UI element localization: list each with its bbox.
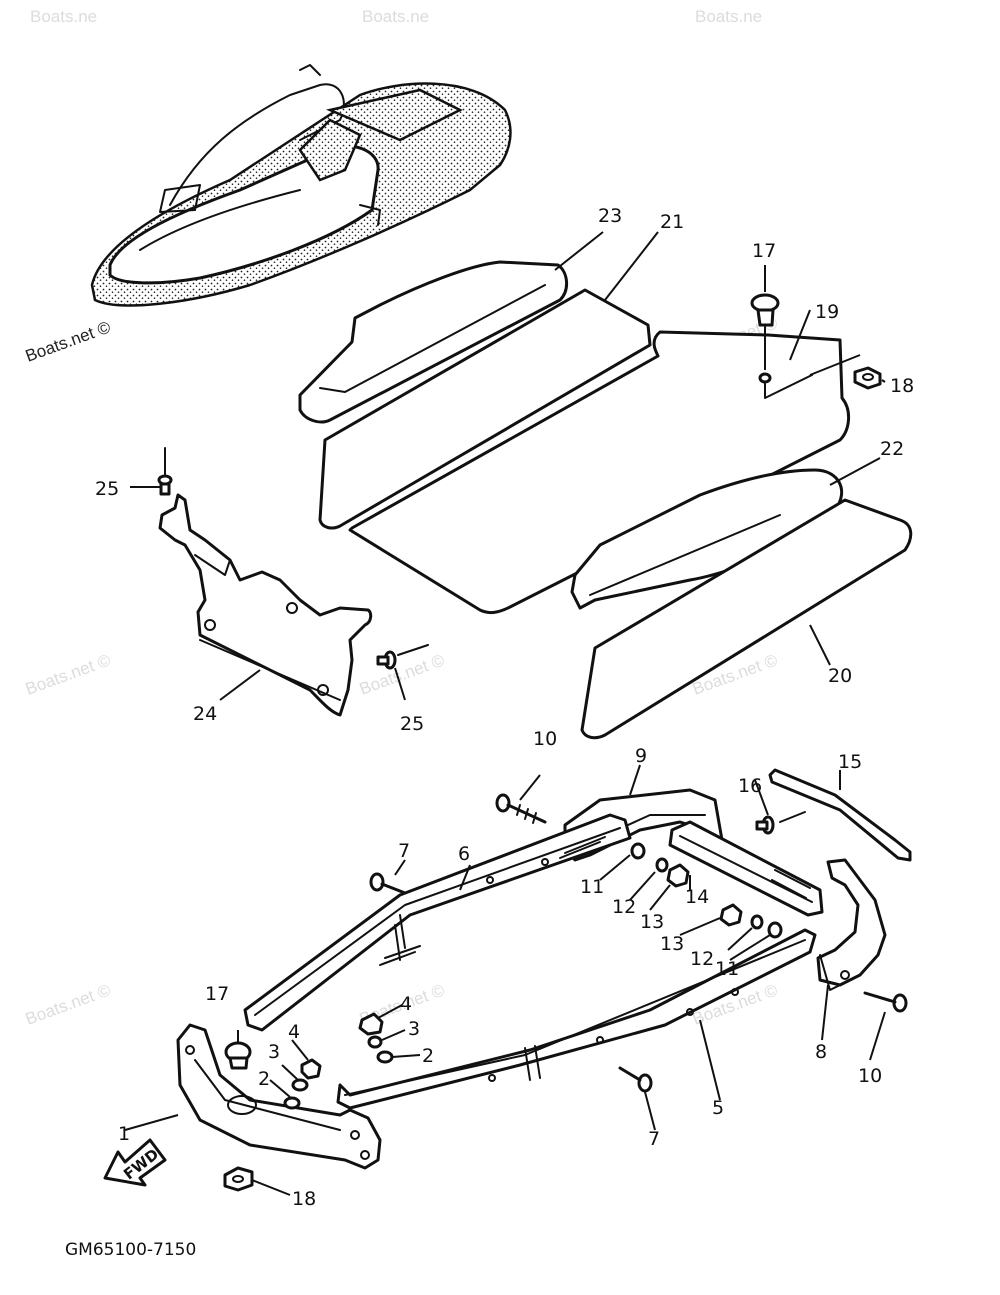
label-2: 2 <box>258 1068 270 1090</box>
label-12: 12 <box>690 948 714 970</box>
grommet-17 <box>750 293 780 384</box>
drawing-code: GM65100-7150 <box>65 1240 196 1260</box>
bracket-24 <box>158 493 373 717</box>
bumper-8 <box>816 858 887 991</box>
rail-14 <box>668 820 824 917</box>
label-25: 25 <box>95 478 119 500</box>
label-20: 20 <box>828 665 852 687</box>
label-6: 6 <box>458 843 470 865</box>
mat-21 <box>318 288 652 530</box>
label-3: 3 <box>268 1041 280 1063</box>
bumper-1 <box>176 1023 382 1170</box>
watermark-text: Boats.ne <box>362 7 429 26</box>
rail-5 <box>336 928 817 1110</box>
label-17: 17 <box>205 983 229 1005</box>
watermark-text: Boats.ne <box>695 7 762 26</box>
watermark-text: Boats.net © <box>23 980 114 1028</box>
label-4: 4 <box>288 1021 300 1043</box>
rivet-25-lower <box>376 644 429 670</box>
nut-18 <box>853 366 882 390</box>
rivet-25-upper <box>157 447 173 496</box>
bolt-10-upper <box>495 793 547 824</box>
screw-7-upper <box>369 872 407 895</box>
mat-20 <box>580 498 913 740</box>
label-7: 7 <box>398 840 410 862</box>
label-3: 3 <box>408 1018 420 1040</box>
part-labels: 23 21 17 19 18 22 25 20 24 25 9 10 15 16… <box>95 205 914 1210</box>
label-12: 12 <box>612 896 636 918</box>
watercraft-overview <box>90 64 512 307</box>
label-16: 16 <box>738 775 762 797</box>
label-15: 15 <box>838 751 862 773</box>
mat-19 <box>348 330 850 615</box>
label-13: 13 <box>660 933 684 955</box>
label-23: 23 <box>598 205 622 227</box>
mat-23 <box>298 260 568 424</box>
watermark-text: Boats.ne <box>30 7 97 26</box>
label-10: 10 <box>533 728 557 750</box>
label-19: 19 <box>815 301 839 323</box>
screw-7-lower <box>618 1066 653 1093</box>
label-24: 24 <box>193 703 217 725</box>
label-4: 4 <box>400 993 412 1015</box>
label-10: 10 <box>858 1065 882 1087</box>
label-8: 8 <box>815 1041 827 1063</box>
hardware-washers <box>283 842 783 1110</box>
rail-6 <box>243 813 632 1032</box>
label-21: 21 <box>660 211 684 233</box>
label-11: 11 <box>580 876 604 898</box>
label-14: 14 <box>685 886 709 908</box>
label-9: 9 <box>635 745 647 767</box>
grommet-17-lower <box>224 1041 252 1070</box>
strip-15 <box>768 768 912 862</box>
leader-lines <box>124 231 886 1196</box>
bolt-10-lower <box>863 991 908 1013</box>
label-18: 18 <box>890 375 914 397</box>
label-7: 7 <box>648 1128 660 1150</box>
label-22: 22 <box>880 438 904 460</box>
fwd-arrow-icon: FWD <box>103 1138 167 1187</box>
nut-18-lower <box>223 1166 254 1192</box>
label-25: 25 <box>400 713 424 735</box>
label-2: 2 <box>422 1045 434 1067</box>
watermark-text: Boats.net © <box>23 317 114 365</box>
label-18: 18 <box>292 1188 316 1210</box>
label-13: 13 <box>640 911 664 933</box>
rivet-16 <box>755 811 806 835</box>
watermark-text: Boats.net © <box>23 650 114 698</box>
label-11: 11 <box>715 958 739 980</box>
label-17: 17 <box>752 240 776 262</box>
label-5: 5 <box>712 1097 724 1119</box>
label-1: 1 <box>118 1123 130 1145</box>
